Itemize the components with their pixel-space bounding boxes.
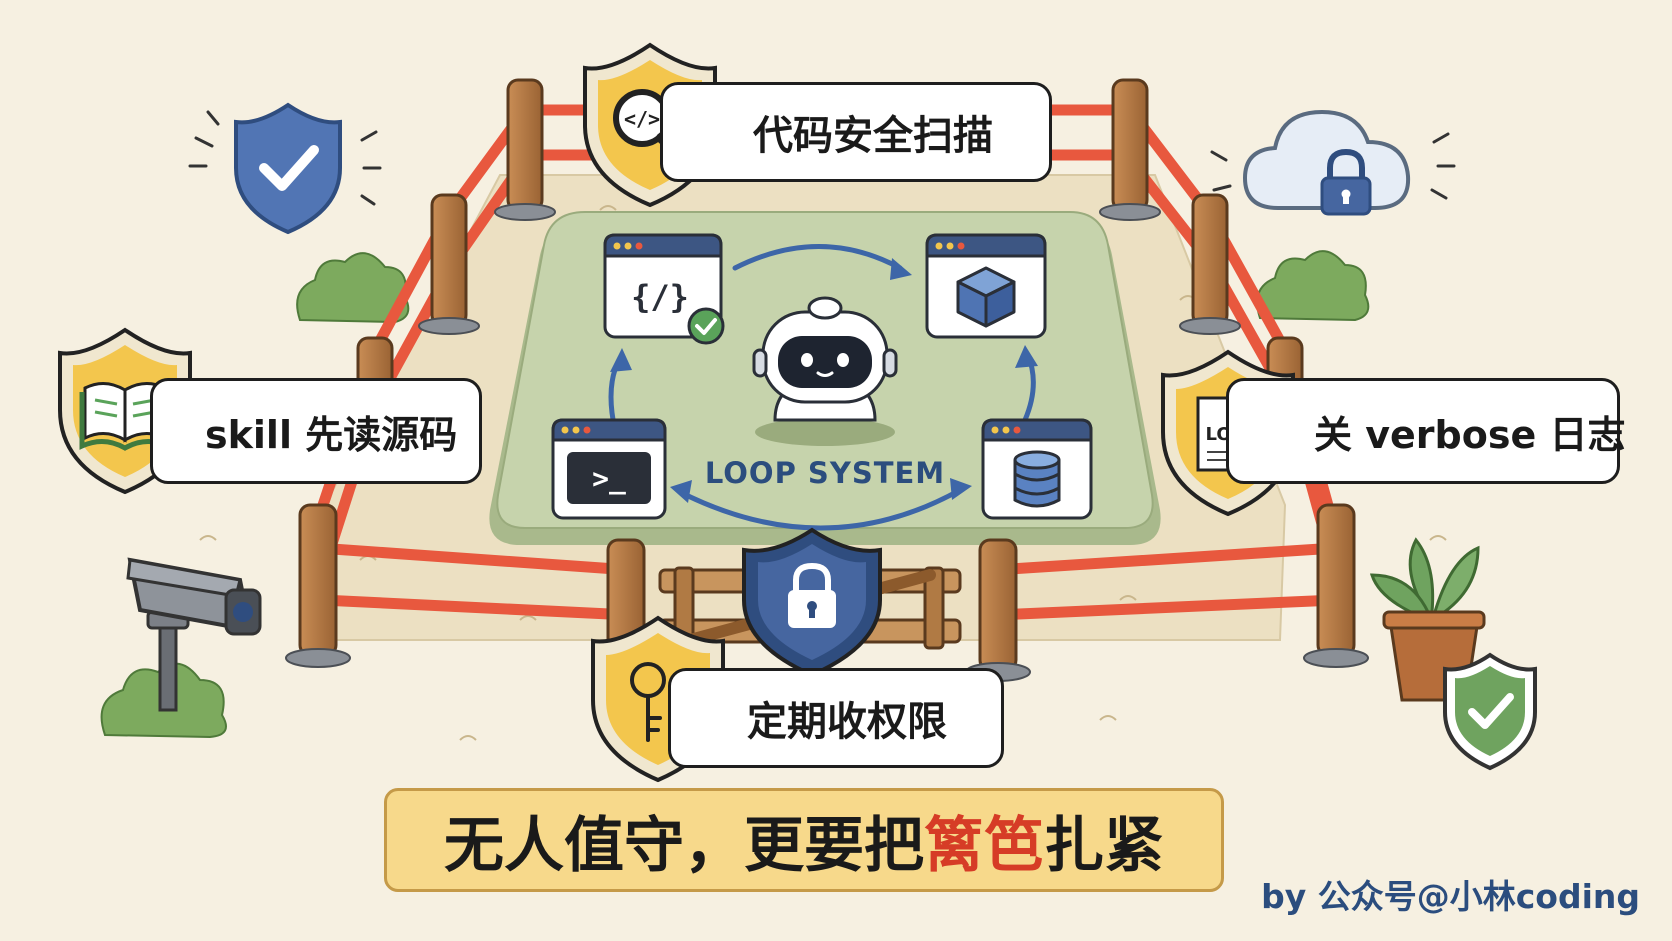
database-icon — [1013, 450, 1061, 508]
fence-post — [494, 78, 556, 221]
loop-arrowheads — [610, 258, 1038, 503]
author-credit: by 公众号@小林coding — [1261, 877, 1640, 916]
cube-icon — [956, 266, 1016, 328]
label-verbose-log: 关 verbose 日志 — [1226, 378, 1625, 484]
terminal-prompt-glyph: >_ — [592, 462, 626, 495]
loop-system-title: LOOP SYSTEM — [704, 456, 946, 490]
cloud-lock-icon — [1210, 109, 1456, 216]
bush-right — [1256, 250, 1370, 322]
lock-shield-icon — [742, 527, 882, 678]
fence-post — [1303, 503, 1369, 668]
label-code-scan: 代码安全扫描 — [660, 82, 1052, 182]
fence-post — [285, 503, 351, 668]
headline-banner: 无人值守，更要把篱笆扎紧 — [384, 788, 1224, 892]
fence-post — [418, 193, 480, 335]
fence-post — [1099, 78, 1161, 221]
fence-ropes-front — [312, 542, 1342, 621]
security-camera-icon — [126, 557, 262, 712]
banner-highlight: 篱笆 — [924, 810, 1044, 881]
label-verbose-log-text: 关 verbose 日志 — [1314, 412, 1626, 457]
banner-suffix: 扎紧 — [1044, 810, 1164, 881]
code-window: {/} — [603, 233, 725, 345]
label-permissions: 定期收权限 — [668, 668, 1004, 768]
terminal-window: >_ — [551, 418, 667, 520]
label-skill-source-text: skill 先读源码 — [205, 412, 458, 457]
blue-check-shield-icon — [188, 102, 382, 235]
bush-left — [296, 252, 410, 324]
cube-window — [925, 233, 1047, 339]
label-permissions-text: 定期收权限 — [747, 699, 947, 745]
label-code-scan-text: 代码安全扫描 — [753, 113, 993, 159]
label-skill-source: skill 先读源码 — [150, 378, 482, 484]
robot-mascot — [752, 296, 898, 446]
database-window — [981, 418, 1093, 520]
banner-prefix: 无人值守，更要把 — [444, 810, 924, 881]
fence-post — [1179, 193, 1241, 335]
green-check-shield-icon — [1443, 652, 1537, 771]
code-glyph: {/} — [631, 278, 689, 316]
check-badge-icon — [687, 307, 725, 345]
svg-text:</>: </> — [624, 107, 660, 131]
